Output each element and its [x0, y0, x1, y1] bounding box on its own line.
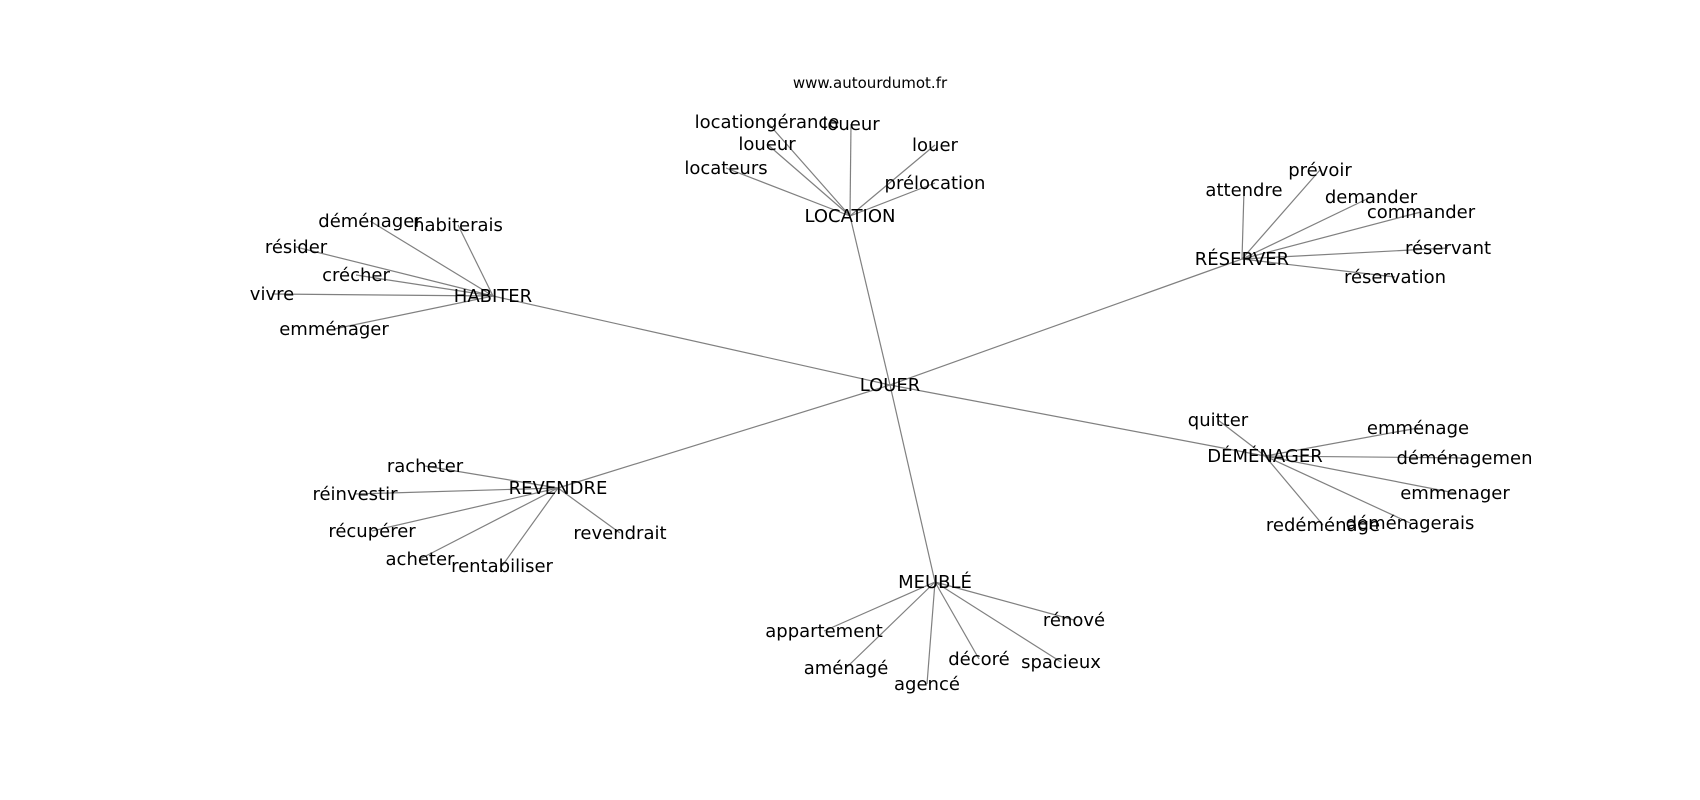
edge-habiter-habiterais [457, 224, 494, 297]
node-quitter[interactable]: quitter [1188, 410, 1249, 431]
edge-meuble-agence [926, 581, 936, 685]
edge-habiter-vivre [271, 293, 494, 297]
hub-node-demenager[interactable]: DÉMÉNAGER [1207, 445, 1322, 467]
edge-meuble-renove [934, 581, 1075, 621]
node-emmenage[interactable]: emménage [1367, 418, 1469, 439]
edge-revendre-recuperer [371, 487, 559, 532]
node-recuperer[interactable]: récupérer [328, 521, 416, 542]
hub-node-meuble[interactable]: MEUBLÉ [898, 571, 972, 593]
edge-center-location [849, 215, 891, 386]
edge-location-louer [849, 144, 936, 217]
node-spacieux[interactable]: spacieux [1021, 652, 1101, 673]
edge-demenager-quitter [1217, 419, 1266, 457]
edge-location-loueur [849, 123, 852, 217]
edge-center-demenager [889, 384, 1266, 457]
node-decore[interactable]: décoré [948, 649, 1010, 670]
edge-demenager-redemenage [1264, 455, 1324, 526]
node-crecher[interactable]: crécher [322, 265, 390, 286]
edge-habiter-resider [295, 246, 494, 297]
edge-reserver-reservant [1241, 247, 1449, 260]
edge-habiter-crecher [355, 274, 494, 297]
edge-habiter-demenager [369, 220, 494, 297]
node-commander[interactable]: commander [1367, 202, 1476, 223]
node-reservation[interactable]: réservation [1344, 267, 1446, 288]
node-renove[interactable]: rénové [1043, 610, 1105, 631]
hub-node-habiter[interactable]: HABITER [454, 286, 532, 307]
edge-meuble-decore [934, 581, 980, 660]
center-node-louer[interactable]: LOUER [860, 375, 921, 396]
node-locateurs[interactable]: locateurs [684, 158, 767, 179]
edge-center-revendre [557, 384, 891, 489]
edge-center-habiter [492, 295, 891, 386]
node-racheter[interactable]: racheter [387, 456, 464, 477]
node-prelocation[interactable]: prélocation [885, 173, 986, 194]
edge-reserver-demander [1241, 196, 1372, 260]
node-vivre[interactable]: vivre [250, 284, 294, 305]
edge-reserver-reservation [1241, 258, 1396, 278]
edge-revendre-rentabiliser [501, 487, 559, 567]
node-acheter[interactable]: acheter [386, 549, 456, 570]
edge-reserver-attendre [1241, 189, 1245, 260]
edge-meuble-appartement [823, 581, 936, 632]
edge-reserver-prevoir [1241, 169, 1321, 260]
edge-meuble-spacieux [934, 581, 1062, 663]
node-prevoir[interactable]: prévoir [1288, 160, 1352, 181]
edge-reserver-commander [1241, 211, 1422, 260]
node-rentabiliser[interactable]: rentabiliser [451, 556, 553, 577]
node-resider[interactable]: résider [265, 237, 328, 258]
node-reservant[interactable]: réservant [1405, 238, 1491, 259]
node-demenagement[interactable]: déménagement [1396, 448, 1539, 469]
node-demenager[interactable]: déménager [318, 211, 422, 232]
hub-node-location[interactable]: LOCATION [805, 206, 896, 227]
node-amenage[interactable]: aménagé [804, 658, 889, 679]
node-attendre[interactable]: attendre [1205, 180, 1282, 201]
node-appartement[interactable]: appartement [765, 621, 883, 642]
edge-center-meuble [889, 384, 936, 583]
node-demander[interactable]: demander [1325, 187, 1418, 208]
edge-demenager-demenagement [1264, 455, 1469, 459]
node-agence[interactable]: agencé [894, 674, 960, 695]
edge-revendre-reinvestir [354, 487, 559, 495]
hub-node-reserver[interactable]: RÉSERVER [1195, 248, 1289, 270]
edge-location-locateurs [725, 167, 851, 217]
edge-center-reserver [889, 258, 1243, 386]
edge-demenager-emmenage [1264, 427, 1419, 457]
node-emmenager[interactable]: emménager [279, 319, 389, 340]
edge-meuble-amenage [845, 581, 936, 669]
edge-demenager-demenagerais [1264, 455, 1411, 524]
edge-revendre-racheter [424, 465, 559, 489]
edge-revendre-revendrait [557, 487, 621, 534]
edge-revendre-acheter [419, 487, 559, 560]
hub-node-revendre[interactable]: REVENDRE [509, 478, 608, 499]
node-loueur[interactable]: loueur [822, 114, 880, 135]
graph-labels: www.autourdumot.fr locationgéranceloueur… [250, 74, 1540, 695]
site-watermark[interactable]: www.autourdumot.fr [793, 74, 948, 92]
edge-location-locationgerance [766, 121, 851, 217]
node-emmenager[interactable]: emmenager [1400, 483, 1510, 504]
right-margin [1532, 0, 1700, 800]
graph-edges [271, 121, 1469, 685]
edge-location-loueur [766, 143, 851, 217]
edge-demenager-emmenager [1264, 455, 1456, 494]
edge-habiter-emmenager [333, 295, 494, 330]
node-demenagerais[interactable]: déménagerais [1346, 513, 1475, 534]
node-louer[interactable]: louer [912, 135, 958, 156]
node-redemenage[interactable]: redéménage [1266, 515, 1380, 536]
node-locationgerance[interactable]: locationgérance [695, 112, 840, 133]
node-reinvestir[interactable]: réinvestir [312, 484, 398, 505]
node-habiterais[interactable]: habiterais [413, 215, 503, 236]
node-revendrait[interactable]: revendrait [573, 523, 666, 544]
node-loueur[interactable]: loueur [738, 134, 796, 155]
edge-location-prelocation [849, 182, 936, 217]
